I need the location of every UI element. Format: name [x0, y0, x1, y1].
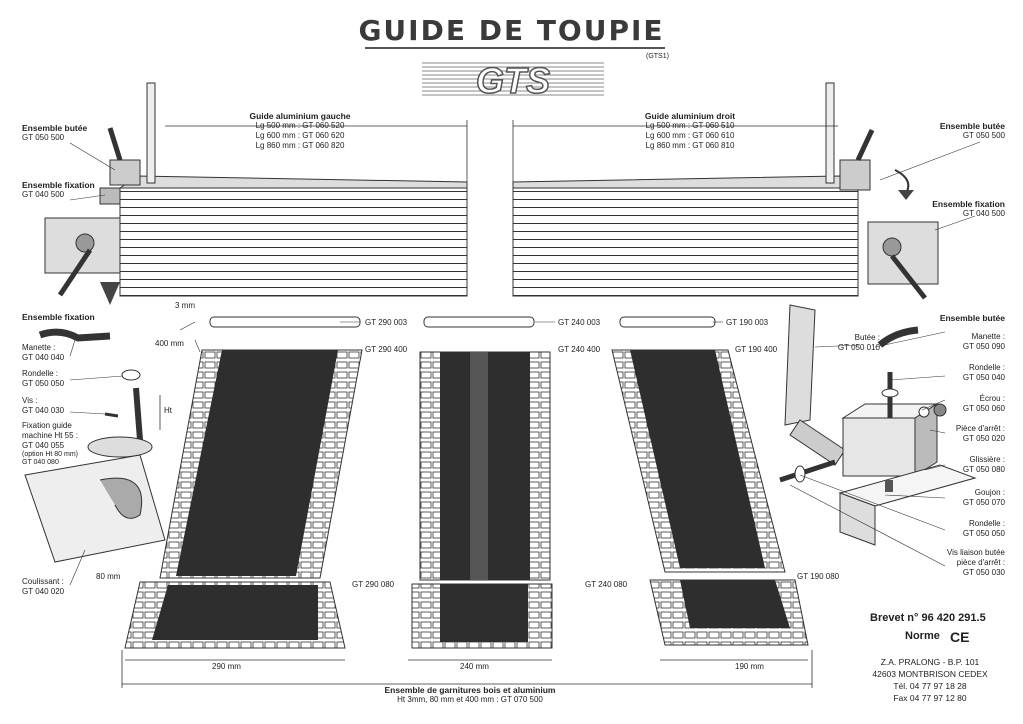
garniture-80-240 [411, 583, 553, 649]
bu-title: Butée : [854, 333, 880, 342]
width-240mm: 240 mm [460, 662, 489, 671]
part-gt190400: GT 190 400 [735, 345, 778, 354]
left-fixation-assembly [44, 217, 121, 305]
manette-left-code: GT 040 040 [22, 353, 65, 362]
svg-text:GTS: GTS [476, 60, 550, 100]
right-aluminium-guide [512, 82, 875, 297]
visliaison-code: GT 050 030 [962, 568, 1005, 577]
left-fixation-code: GT 040 500 [22, 190, 65, 199]
part-gt290400: GT 290 400 [365, 345, 408, 354]
left-butee-code: GT 050 500 [22, 133, 65, 142]
garniture-400-240 [419, 351, 551, 581]
glissiere-title: Glissière : [969, 455, 1005, 464]
manette-right-code: GT 050 090 [962, 342, 1005, 351]
part-gt290003: GT 290 003 [365, 318, 408, 327]
right-butee-code: GT 050 500 [962, 131, 1005, 140]
dim-400mm: 400 mm [155, 339, 184, 348]
manette-left-title: Manette : [22, 343, 56, 352]
reference-code: (GTS1) [646, 53, 669, 60]
piece-arret-title: Pièce d'arrêt : [955, 424, 1005, 433]
fixguide-title-2: machine Ht 55 : [22, 431, 79, 440]
dim-80mm-left: 80 mm [96, 572, 121, 581]
goujon-title: Goujon : [974, 488, 1005, 497]
guide-left-line-1: Lg 500 mm : GT 060 520 [255, 121, 345, 130]
vis-left-title: Vis : [22, 396, 38, 405]
rondelle2-title: Rondelle : [968, 519, 1005, 528]
guide-right-line-1: Lg 500 mm : GT 060 510 [645, 121, 735, 130]
left-aluminium-guide [99, 82, 468, 297]
rondelle-left-code: GT 050 050 [22, 379, 65, 388]
rondelle2-code: GT 050 050 [962, 529, 1005, 538]
strip-3mm-group [209, 316, 716, 328]
ecrou-code: GT 050 060 [962, 404, 1005, 413]
garniture-400-290 [159, 349, 363, 579]
right-fixation-assembly [867, 169, 939, 300]
rondelle-right-code: GT 050 040 [962, 373, 1005, 382]
coulissant-code: GT 040 020 [22, 587, 65, 596]
garniture-80-190 [649, 579, 809, 646]
vis-left-code: GT 040 030 [22, 406, 65, 415]
phone: Tél. 04 77 97 18 28 [893, 681, 967, 691]
norme-label: Norme [905, 630, 940, 642]
part-gt190003: GT 190 003 [726, 318, 769, 327]
guide-right-line-3: Lg 860 mm : GT 060 810 [645, 141, 735, 150]
ensemble-title: Ensemble de garnitures bois et aluminium [384, 685, 556, 695]
left-exploded-parts [24, 328, 166, 563]
part-gt190080: GT 190 080 [797, 572, 840, 581]
visliaison-title-2: pièce d'arrêt : [956, 558, 1005, 567]
address-line-2: 42603 MONTBRISON CEDEX [872, 669, 988, 679]
page-title: GUIDE DE TOUPIE [358, 14, 665, 47]
fixguide-code: GT 040 055 [22, 441, 65, 450]
coulissant-title: Coulissant : [22, 577, 64, 586]
fax: Fax 04 77 97 12 80 [893, 693, 967, 703]
glissiere-code: GT 050 080 [962, 465, 1005, 474]
option-code: GT 040 080 [22, 459, 59, 466]
ht-label: Ht [164, 406, 172, 415]
guide-right-line-2: Lg 600 mm : GT 060 610 [645, 131, 735, 140]
ce-mark: CE [950, 629, 969, 645]
right-fixation-code: GT 040 500 [962, 209, 1005, 218]
gts-logo: GTS [422, 60, 604, 100]
garniture-400-190 [611, 349, 786, 573]
width-290mm: 290 mm [212, 662, 241, 671]
left-fixation-title: Ensemble fixation [22, 180, 95, 190]
part-gt240003: GT 240 003 [558, 318, 601, 327]
part-gt290080: GT 290 080 [352, 580, 395, 589]
fixguide-title-1: Fixation guide [22, 421, 72, 430]
right-butee-title: Ensemble butée [939, 121, 1005, 131]
rondelle-left-title: Rondelle : [22, 369, 59, 378]
address-line-1: Z.A. PRALONG - B.P. 101 [880, 657, 980, 667]
rondelle-right-title: Rondelle : [968, 363, 1005, 372]
brevet-number: Brevet n° 96 420 291.5 [870, 612, 986, 624]
guide-right-heading: Guide aluminium droit [644, 111, 736, 121]
right-fixation-title: Ensemble fixation [932, 199, 1005, 209]
left-fixation2-title: Ensemble fixation [22, 312, 95, 322]
dim-3mm: 3 mm [175, 301, 195, 310]
guide-left-heading: Guide aluminium gauche [249, 111, 351, 121]
part-gt240400: GT 240 400 [558, 345, 601, 354]
guide-left-line-2: Lg 600 mm : GT 060 620 [255, 131, 345, 140]
left-butee-title: Ensemble butée [22, 123, 88, 133]
title-rule [365, 47, 665, 49]
bu-code: GT 050 010 [837, 343, 880, 352]
right-exploded-parts [779, 304, 977, 546]
piece-arret-code: GT 050 020 [962, 434, 1005, 443]
width-190mm: 190 mm [735, 662, 764, 671]
guide-left-line-3: Lg 860 mm : GT 060 820 [255, 141, 345, 150]
garniture-80-290 [124, 581, 346, 649]
ecrou-title: Écrou : [979, 394, 1005, 403]
manette-right-title: Manette : [971, 332, 1005, 341]
right-butee2-title: Ensemble butée [939, 313, 1005, 323]
part-gt240080: GT 240 080 [585, 580, 628, 589]
goujon-code: GT 050 070 [962, 498, 1005, 507]
visliaison-title-1: Vis liaison butée [946, 548, 1005, 557]
ensemble-subtitle: Ht 3mm, 80 mm et 400 mm : GT 070 500 [397, 695, 543, 704]
option-title: (option Ht 80 mm) [22, 451, 79, 458]
